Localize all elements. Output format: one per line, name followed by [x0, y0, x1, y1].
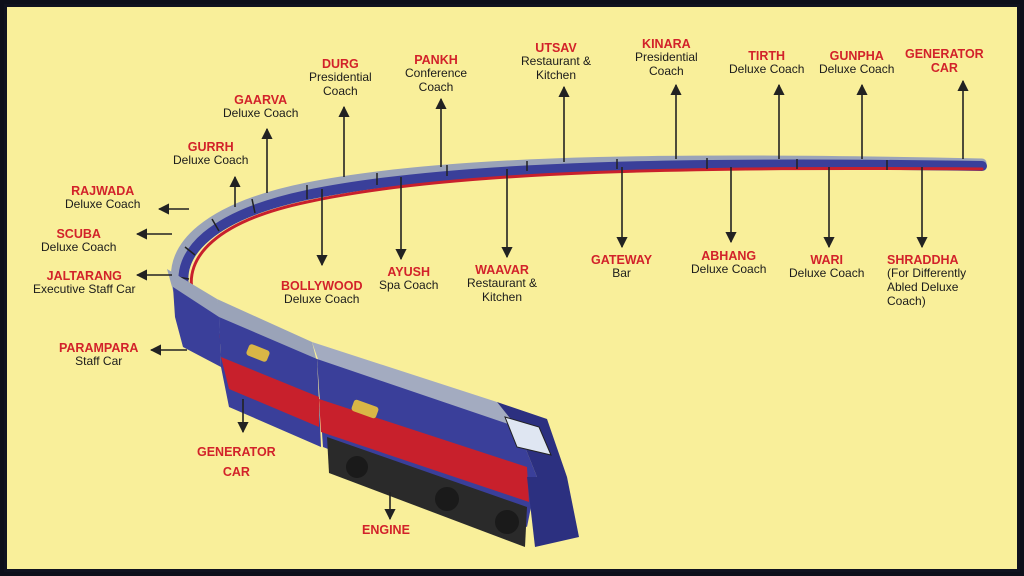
- label-gunpha: GUNPHA Deluxe Coach: [819, 49, 895, 77]
- label-durg: DURG Presidential Coach: [309, 57, 372, 99]
- train-illustration: [135, 79, 987, 547]
- engine-body: [312, 342, 579, 547]
- label-jaltarang: JALTARANG Executive Staff Car: [33, 269, 136, 297]
- label-scuba: SCUBA Deluxe Coach: [41, 227, 117, 255]
- label-wari: WARI Deluxe Coach: [789, 253, 865, 281]
- label-gateway: GATEWAY Bar: [591, 253, 653, 281]
- label-ayush: AYUSH Spa Coach: [379, 265, 439, 293]
- label-parampara: PARAMPARA Staff Car: [59, 341, 139, 369]
- label-gurrh: GURRH Deluxe Coach: [173, 140, 249, 168]
- label-bollywood: BOLLYWOOD Deluxe Coach: [281, 279, 363, 307]
- label-generator-car-rear: GENERATOR CAR: [905, 47, 984, 76]
- label-kinara: KINARA Presidential Coach: [635, 37, 698, 79]
- label-tirth: TIRTH Deluxe Coach: [729, 49, 805, 77]
- diagram-panel: ENGINE GENERATOR CAR PARAMPARA Staff Car…: [4, 4, 1020, 572]
- label-waavar: WAAVAR Restaurant & Kitchen: [467, 263, 538, 305]
- label-abhang: ABHANG Deluxe Coach: [691, 249, 767, 277]
- callout-arrows: [135, 79, 969, 521]
- label-engine: ENGINE: [362, 523, 410, 537]
- label-gaarva: GAARVA Deluxe Coach: [223, 93, 299, 121]
- label-utsav: UTSAV Restaurant & Kitchen: [521, 41, 592, 83]
- label-pankh: PANKH Conference Coach: [405, 53, 468, 95]
- label-generator-car-front: GENERATOR CAR: [197, 445, 276, 480]
- front-coaches: [167, 269, 321, 447]
- label-shraddha: SHRADDHA (For Differently Abled Deluxe C…: [887, 253, 967, 308]
- label-rajwada: RAJWADA Deluxe Coach: [65, 184, 141, 212]
